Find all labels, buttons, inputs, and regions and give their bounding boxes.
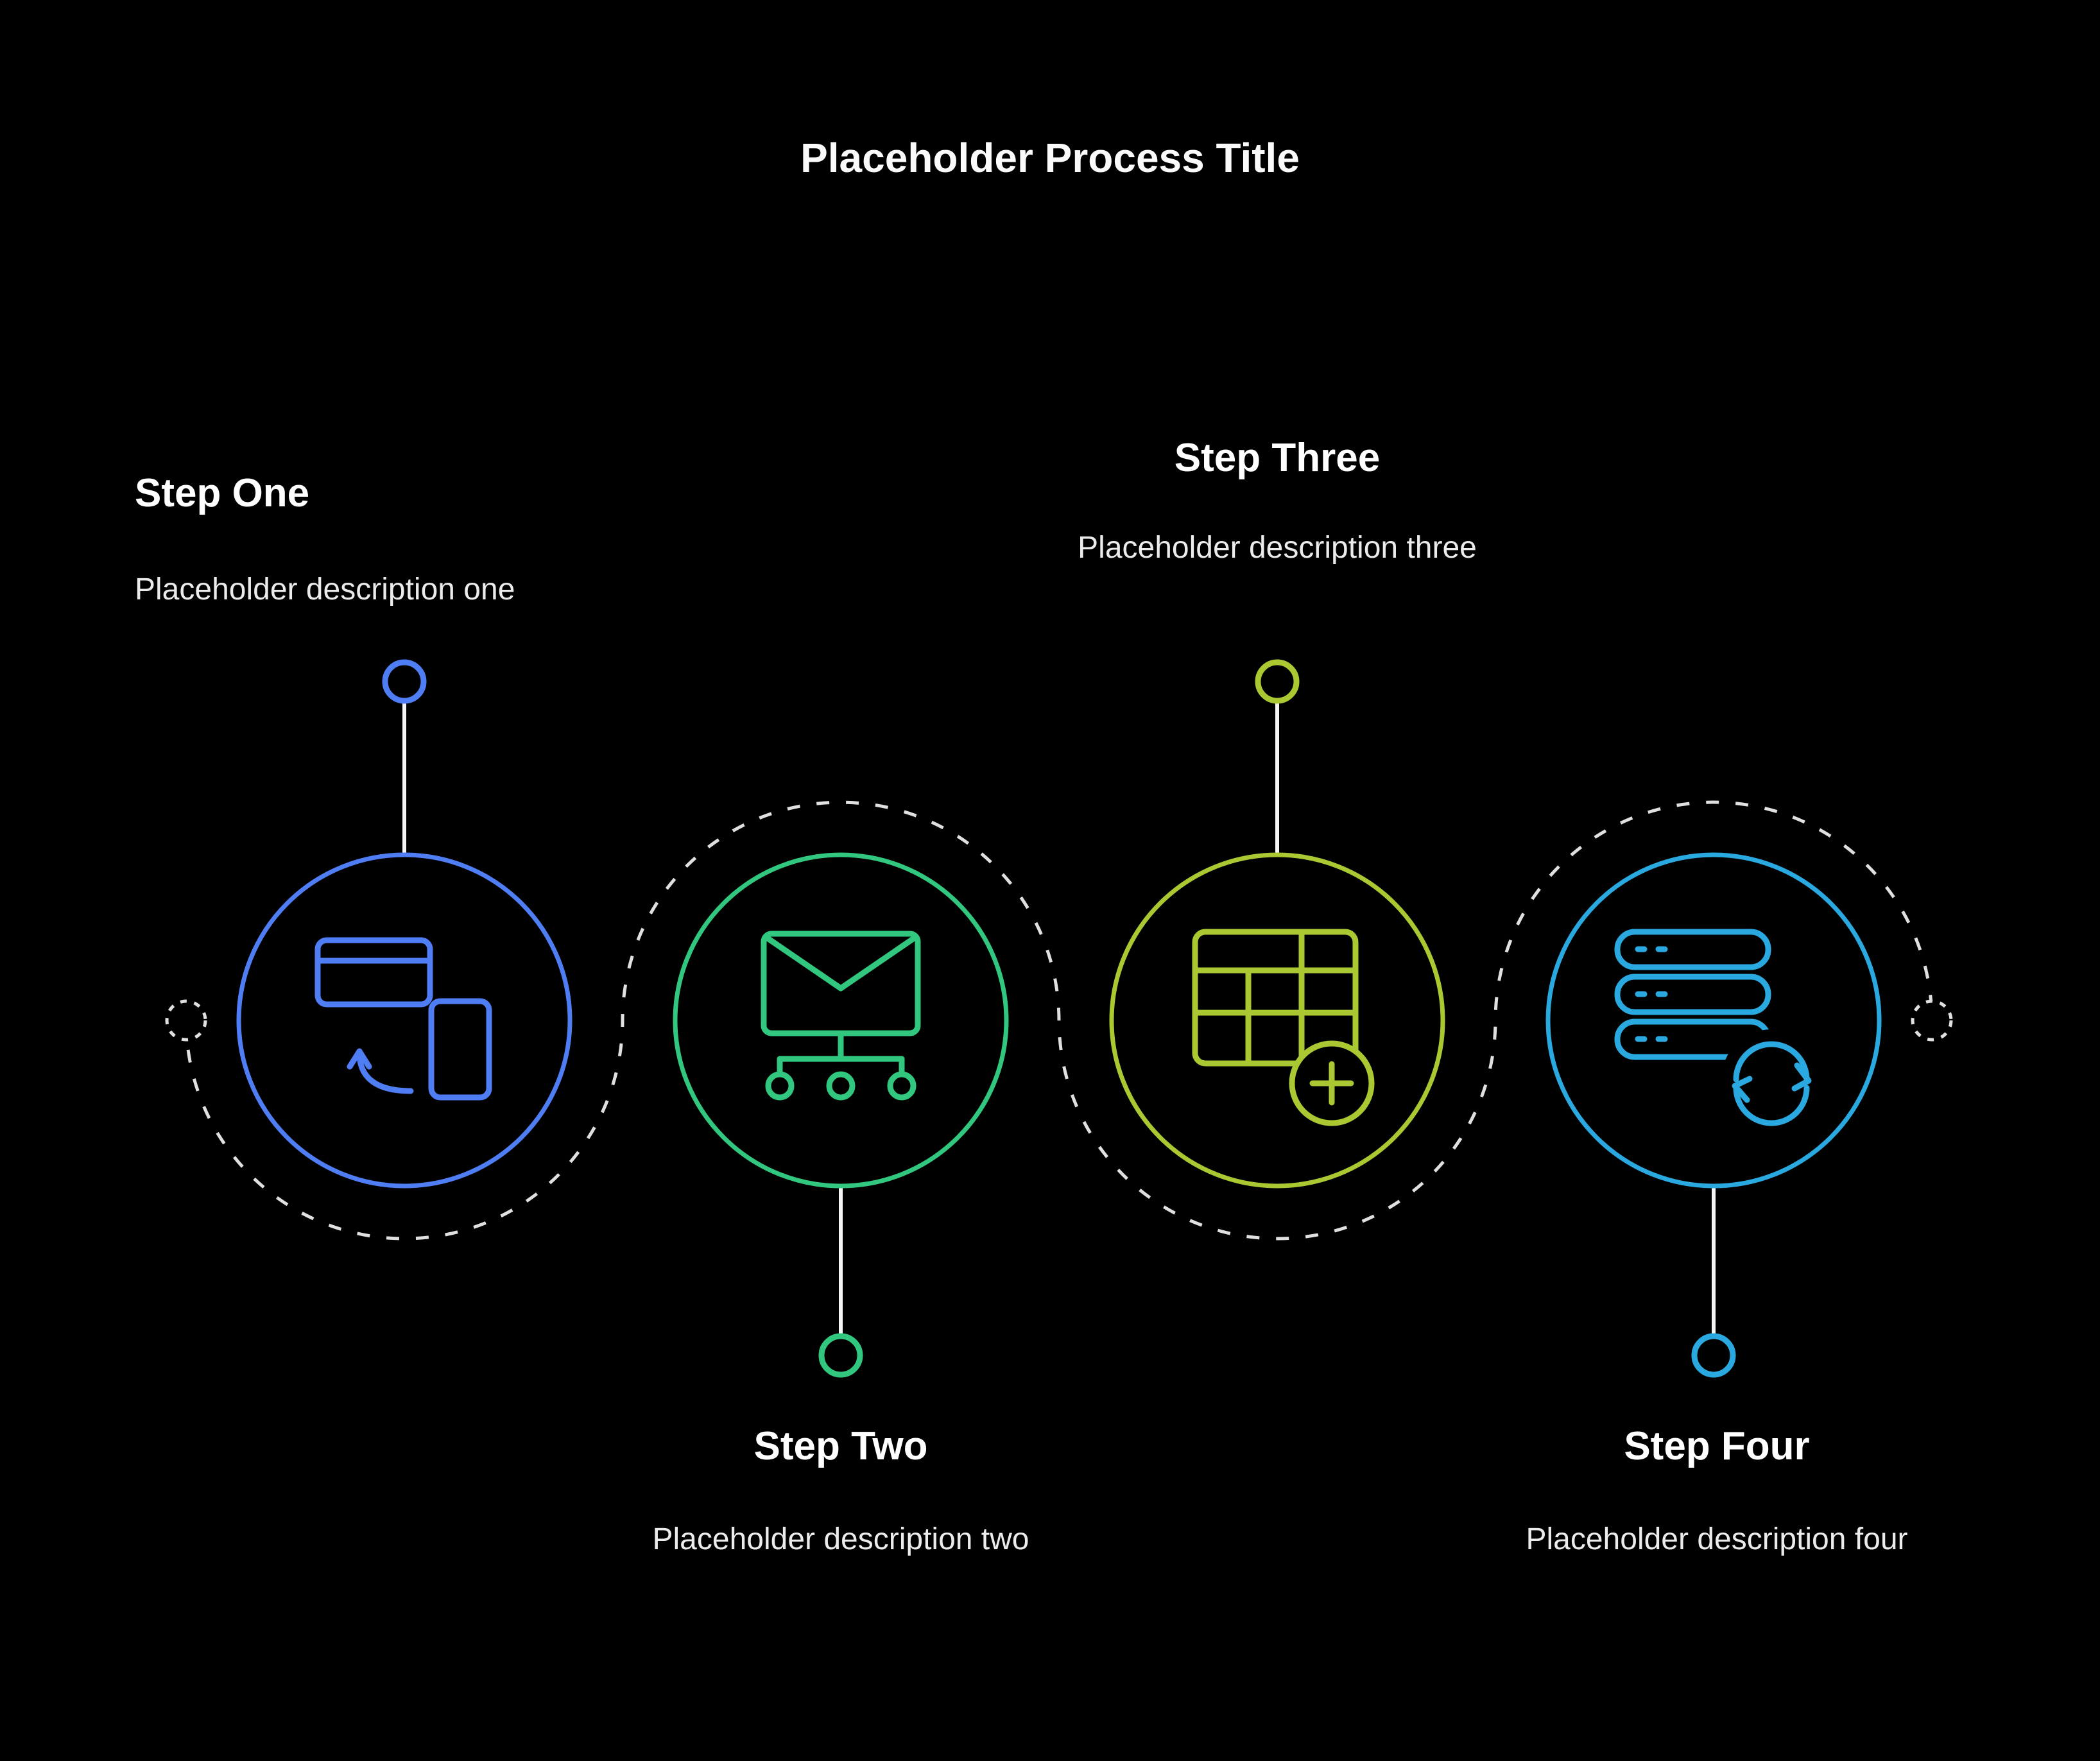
step-3-label: Step Three [1174,436,1381,480]
step-2-circle [673,852,1009,1189]
step-2-node-ring [818,1333,863,1378]
table-icon [1192,929,1375,1126]
mail-icon [761,931,921,1101]
step-1-label: Step One [135,471,310,515]
step-4-label: Step Four [1624,1424,1810,1468]
step-1-circle [236,852,572,1189]
step-4-node-ring [1691,1333,1736,1378]
dashed-connector-path [184,800,1934,1241]
step-1-node-ring [382,659,427,704]
connector-end-right-ring [1911,999,1953,1042]
diagram-title: Placeholder Process Title [800,135,1300,181]
step-4-description: Placeholder description four [1526,1522,1908,1556]
step-3-description: Placeholder description three [1078,531,1477,565]
step-2-label: Step Two [753,1424,928,1468]
card-icon [314,937,492,1101]
step-3-circle [1109,852,1445,1189]
step-2-description: Placeholder description two [652,1522,1029,1556]
step-3-node-ring [1255,659,1300,704]
step-1-description: Placeholder description one [135,572,515,606]
connector-end-left-ring [165,999,207,1042]
server-icon [1614,929,1821,1130]
